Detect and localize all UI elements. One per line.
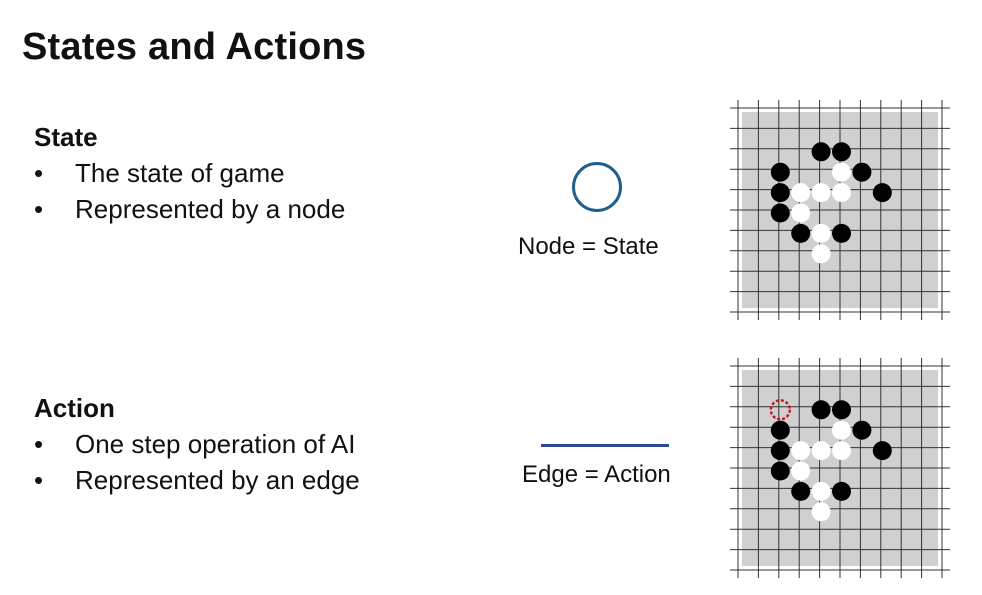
bullet-icon: • [34, 429, 44, 459]
state-bullet-list: • The state of game • Represented by a n… [34, 155, 415, 227]
action-heading: Action [34, 393, 115, 423]
state-section: State • The state of game • Represented … [34, 122, 415, 227]
black-stone [852, 420, 872, 440]
black-stone [770, 420, 790, 440]
state-heading: State [34, 122, 98, 152]
black-stone [791, 223, 811, 243]
bullet-icon: • [34, 158, 44, 188]
action-bullet-list: • One step operation of AI • Represented… [34, 426, 415, 498]
state-bullet-text: The state of game [75, 158, 285, 188]
slide-title: States and Actions [22, 26, 367, 68]
white-stone [832, 420, 851, 440]
node-circle-icon [572, 162, 622, 212]
white-stone [791, 461, 811, 481]
black-stone [770, 203, 790, 223]
white-stone [832, 183, 851, 203]
white-stone [811, 481, 831, 501]
black-stone [832, 400, 851, 420]
white-stone [791, 183, 811, 203]
bullet-icon: • [34, 194, 44, 224]
gomoku-board-action [730, 358, 950, 578]
black-stone [832, 142, 851, 162]
state-bullet-item: • Represented by a node [34, 191, 415, 227]
black-stone [872, 183, 892, 203]
white-stone [811, 441, 831, 461]
node-caption: Node = State [518, 233, 659, 260]
bullet-icon: • [34, 465, 44, 495]
white-stone [791, 441, 811, 461]
white-stone [832, 441, 851, 461]
action-bullet-item: • One step operation of AI [34, 426, 415, 462]
white-stone [811, 502, 831, 522]
black-stone [811, 142, 831, 162]
state-bullet-item: • The state of game [34, 155, 415, 191]
black-stone [770, 162, 790, 182]
black-stone [770, 461, 790, 481]
action-bullet-text: Represented by an edge [75, 465, 360, 495]
edge-line-icon [541, 444, 669, 447]
edge-caption: Edge = Action [522, 461, 671, 488]
gomoku-board-state [730, 100, 950, 320]
black-stone [872, 441, 892, 461]
black-stone [770, 441, 790, 461]
action-bullet-text: One step operation of AI [75, 429, 356, 459]
black-stone [791, 481, 811, 501]
white-stone [791, 203, 811, 223]
white-stone [811, 223, 831, 243]
black-stone [811, 400, 831, 420]
white-stone [811, 244, 831, 264]
black-stone [832, 223, 851, 243]
white-stone [832, 162, 851, 182]
black-stone [852, 162, 872, 182]
action-bullet-item: • Represented by an edge [34, 462, 375, 498]
black-stone [832, 481, 851, 501]
white-stone [811, 183, 831, 203]
state-bullet-text: Represented by a node [75, 194, 346, 224]
action-section: Action • One step operation of AI • Repr… [34, 393, 415, 498]
black-stone [770, 183, 790, 203]
